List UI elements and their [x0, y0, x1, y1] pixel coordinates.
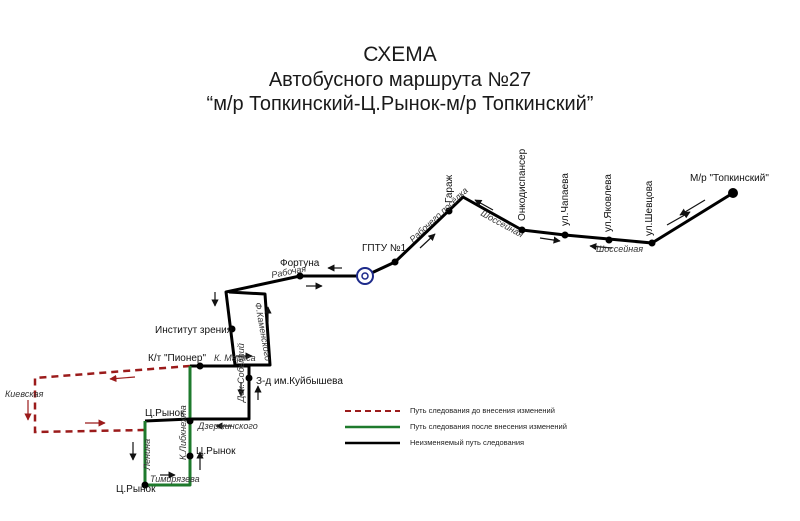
- stop-label-topkinsky: М/р "Топкинский": [690, 173, 769, 184]
- stop-label-institut: Институт зрения: [155, 325, 232, 336]
- stop-label-chapaeva: ул.Чапаева: [560, 173, 571, 226]
- route-unchanged-main: [224, 191, 734, 367]
- street-kliebknekhta: К.Либкнехта: [178, 405, 188, 460]
- stop-label-rynok-2: Ц.Рынок: [196, 446, 236, 457]
- roundabout-inner: [361, 272, 369, 280]
- street-shosseinaya-2: Шоссейная: [596, 244, 643, 254]
- roundabout-icon: [356, 267, 374, 285]
- stop-label-rynok-1: Ц.Рынок: [145, 408, 185, 419]
- stop-markers: [141, 207, 656, 489]
- legend-after: Путь следования после внесения изменений: [410, 422, 567, 431]
- stop-label-kuibysheva: З-д им.Куйбышева: [256, 375, 343, 387]
- terminal-marker: [728, 188, 738, 198]
- stop-label-rynok-3: Ц.Рынок: [116, 484, 156, 495]
- stop-label-gptu: ГПТУ №1: [362, 243, 407, 254]
- street-rabochaya-2: Рабочего посёлка: [408, 185, 470, 244]
- stop-label-garazh: Гараж: [444, 174, 455, 203]
- stop-label-onkodispanser: Онкодиспансер: [517, 148, 528, 221]
- route-before: [33, 364, 191, 434]
- legend: Путь следования до внесения изменений Пу…: [345, 406, 567, 447]
- street-kmarksa: К. Маркса: [214, 353, 256, 363]
- stop-label-yakovleva: ул.Яковлева: [603, 174, 614, 232]
- stop-label-fortuna: Фортуна: [280, 258, 320, 269]
- street-dzerzhinskogo: Дзержинского: [197, 421, 258, 431]
- direction-arrows: [129, 199, 706, 479]
- stop-label-shevtsova: ул.Шевцова: [644, 180, 655, 236]
- direction-arrows-old: [24, 374, 136, 427]
- stop-label-pioner: К/т "Пионер": [148, 353, 206, 364]
- street-dekabristov: Дек.Событий: [236, 343, 246, 403]
- street-kievskaya: Киевская: [5, 389, 44, 399]
- street-lenina: Ленина: [142, 439, 152, 471]
- street-fkamenskaya: Ф.Каменского: [253, 302, 273, 362]
- legend-before: Путь следования до внесения изменений: [410, 406, 555, 415]
- route-after: [143, 366, 192, 487]
- route-unchanged-south: [144, 364, 251, 423]
- street-timiryazeva: Тимирязева: [150, 474, 200, 484]
- legend-unchanged: Неизменяемый путь следования: [410, 438, 524, 447]
